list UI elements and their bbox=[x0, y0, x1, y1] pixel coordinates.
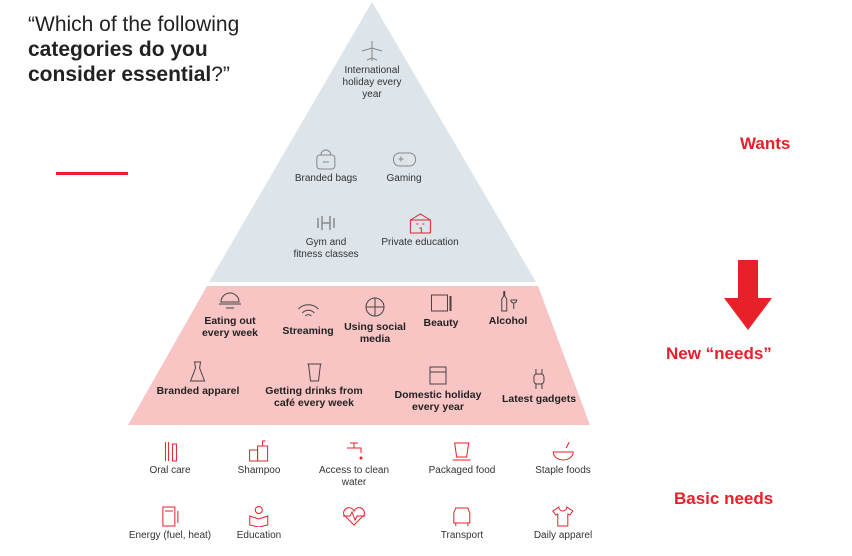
bottle-icon bbox=[501, 291, 518, 312]
reading-icon bbox=[249, 506, 269, 527]
item-beauty: Beauty bbox=[423, 292, 459, 329]
item-cafe-drinks: Getting drinks from café every week bbox=[257, 360, 372, 409]
fuel-pump-icon bbox=[162, 506, 179, 527]
dress-icon bbox=[190, 361, 206, 382]
label-new-needs: New “needs” bbox=[666, 344, 772, 363]
toothbrush-icon bbox=[164, 442, 177, 462]
wifi-icon bbox=[297, 304, 319, 317]
item-private-education: Private education bbox=[381, 212, 459, 249]
item-gaming: Gaming bbox=[386, 148, 422, 185]
globe-icon bbox=[365, 297, 385, 317]
item-health bbox=[341, 505, 367, 530]
item-eating-out: Eating out every week bbox=[190, 290, 270, 339]
item-packaged-food: Packaged food bbox=[429, 440, 495, 477]
shampoo-icon bbox=[249, 440, 269, 462]
tap-icon bbox=[347, 442, 363, 460]
arrow-down-icon bbox=[724, 260, 772, 330]
bag-icon bbox=[316, 149, 336, 170]
item-branded-apparel: Branded apparel bbox=[157, 360, 239, 397]
tshirt-icon bbox=[552, 506, 574, 527]
item-oral-care: Oral care bbox=[149, 440, 191, 477]
packaged-food-icon bbox=[453, 442, 471, 461]
dumbbell-icon bbox=[317, 216, 335, 230]
car-icon bbox=[453, 507, 471, 526]
label-wants: Wants bbox=[740, 134, 791, 153]
item-alcohol: Alcohol bbox=[489, 290, 527, 327]
smartwatch-icon bbox=[533, 369, 545, 389]
item-branded-bags: Branded bags bbox=[295, 148, 357, 185]
label-basic-needs: Basic needs bbox=[674, 489, 774, 508]
item-international-holiday: International holiday every year bbox=[332, 40, 412, 101]
item-daily-apparel: Daily apparel bbox=[534, 505, 592, 542]
heartbeat-icon bbox=[343, 507, 365, 526]
question-underline bbox=[56, 172, 128, 175]
item-shampoo: Shampoo bbox=[238, 440, 280, 477]
item-streaming: Streaming bbox=[282, 300, 334, 337]
item-latest-gadgets: Latest gadgets bbox=[502, 368, 576, 405]
airplane-icon bbox=[361, 41, 383, 61]
item-social-media: Using social media bbox=[340, 296, 410, 345]
item-education: Education bbox=[237, 505, 281, 542]
wants-tier bbox=[209, 2, 536, 282]
cup-icon bbox=[307, 363, 321, 382]
bowl-icon bbox=[552, 441, 574, 461]
calendar-icon bbox=[429, 366, 447, 385]
school-icon bbox=[409, 213, 431, 234]
item-transport: Transport bbox=[441, 505, 483, 542]
item-clean-water: Access to clean water bbox=[314, 440, 394, 489]
cloche-icon bbox=[219, 292, 241, 309]
new-needs-tier bbox=[128, 286, 590, 425]
question-text: “Which of the following categories do yo… bbox=[28, 13, 240, 86]
vanity-icon bbox=[430, 294, 451, 312]
item-energy: Energy (fuel, heat) bbox=[129, 505, 211, 542]
item-domestic-holiday: Domestic holiday every year bbox=[388, 364, 488, 413]
gamepad-icon bbox=[392, 152, 416, 167]
item-staple-foods: Staple foods bbox=[535, 440, 591, 477]
item-gym: Gym and fitness classes bbox=[291, 212, 361, 261]
